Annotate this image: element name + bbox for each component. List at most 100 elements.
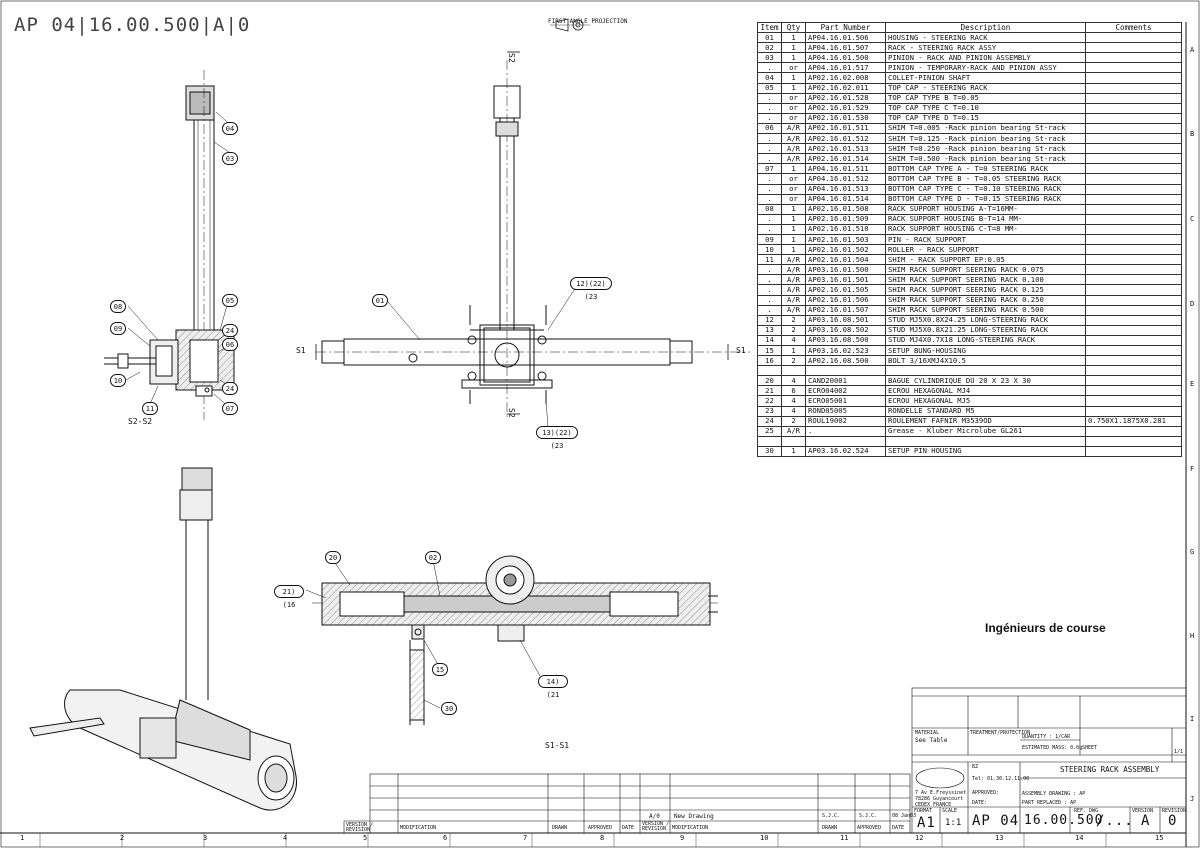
- bom-cell-comments: [1085, 52, 1182, 64]
- bom-cell-qty: A/R: [781, 143, 806, 155]
- section-marker-s1-left: S1: [296, 346, 306, 355]
- grid-row-letter: H: [1190, 632, 1195, 640]
- bom-cell-comments: [1085, 72, 1182, 84]
- bom-cell-item: 25: [757, 425, 782, 437]
- bom-cell-item: 05: [757, 82, 782, 94]
- tb-date-label: DATE:: [972, 800, 988, 806]
- bom-cell-item: 02: [757, 42, 782, 54]
- bom-cell-qty: 1: [781, 213, 806, 225]
- bom-cell-description: SETUP BUNG-HOUSING: [885, 344, 1086, 357]
- bom-cell-part-number: AP02.16.01.512: [805, 133, 886, 145]
- tb-mass: ESTIMATED MASS: 0.0g: [1022, 745, 1083, 751]
- bom-cell-comments: [1085, 244, 1182, 256]
- callout-bubble: 14)(21: [538, 675, 568, 699]
- tb-material-label: MATERIAL: [915, 730, 940, 736]
- bom-cell-comments: [1085, 334, 1182, 347]
- bom-row: [757, 435, 1182, 447]
- bom-cell-comments: 0.750X1.1875X0.281: [1085, 415, 1182, 427]
- bom-cell-qty: 2: [781, 314, 806, 326]
- bom-cell-description: ROULEMENT FAFNIR M3539OD: [885, 415, 1086, 427]
- section-markers: [315, 51, 729, 415]
- bom-cell-qty: or: [781, 183, 806, 195]
- bom-cell-part-number: AP04.16.01.514: [805, 193, 886, 205]
- bom-cell-item: .: [757, 173, 782, 185]
- bom-cell-description: TOP CAP - STEERING RACK: [885, 82, 1086, 94]
- bom-cell-comments: [1085, 193, 1182, 205]
- callout-bubble: 30: [441, 702, 457, 715]
- callout-bubble: 24: [222, 382, 238, 395]
- bom-cell-part-number: AP02.16.01.511: [805, 122, 886, 135]
- bom-cell-part-number: [805, 365, 886, 377]
- tb-quantity: QUANTITY : 1/CAR: [1022, 734, 1071, 740]
- bom-cell-description: RACK SUPPORT HOUSING C-T=8 MM-: [885, 223, 1086, 235]
- bom-cell-qty: 1: [781, 203, 806, 215]
- callout-bubble: 01: [372, 294, 388, 307]
- bom-cell-comments: [1085, 324, 1182, 336]
- bom-cell-qty: or: [781, 92, 806, 104]
- bom-cell-item: .: [757, 92, 782, 104]
- bom-cell-part-number: AP02.16.01.507: [805, 304, 886, 316]
- bom-cell-item: 06: [757, 122, 782, 135]
- projection-label: FIRST ANGLE PROJECTION: [548, 18, 628, 25]
- bom-cell-item: .: [757, 274, 782, 286]
- tb-revision-value: 0: [1168, 813, 1178, 829]
- view-isometric: [29, 467, 297, 811]
- bom-cell-comments: [1085, 112, 1182, 124]
- bom-cell-description: BAGUE CYLINDRIQUE DU 20 X 23 X 30: [885, 375, 1086, 387]
- bom-cell-description: SHIM RACK SUPPORT SEERING RACK 0.500: [885, 304, 1086, 316]
- bom-cell-comments: [1085, 163, 1182, 175]
- bom-cell-qty: or: [781, 112, 806, 124]
- bom-cell-description: ECROU HEXAGONAL MJ5: [885, 395, 1086, 407]
- bom-cell-part-number: ECRO05001: [805, 395, 886, 407]
- bom-cell-comments: [1085, 82, 1182, 94]
- bom-cell-part-number: AP03.16.08.502: [805, 324, 886, 336]
- grid-row-letter: I: [1190, 715, 1195, 723]
- bom-cell-item: 08: [757, 203, 782, 215]
- bom-cell-part-number: AP02.16.01.502: [805, 244, 886, 256]
- bom-cell-part-number: AP02.16.01.530: [805, 112, 886, 124]
- bom-cell-part-number: AP03.16.08.500: [805, 334, 886, 347]
- bom-cell-item: 13: [757, 324, 782, 336]
- bom-cell-part-number: ECRO04002: [805, 385, 886, 397]
- grid-column-number: 11: [840, 834, 849, 842]
- bom-cell-description: RACK SUPPORT HOUSING B-T=14 MM-: [885, 213, 1086, 225]
- bom-cell-qty: [781, 435, 806, 447]
- bom-cell-part-number: AP02.16.01.529: [805, 102, 886, 114]
- bom-cell-comments: [1085, 375, 1182, 387]
- bom-cell-part-number: AP02.16.02.008: [805, 72, 886, 84]
- bom-cell-qty: or: [781, 173, 806, 185]
- bom-cell-description: STUD MJ5X0.8X24.25 LONG-STEERING RACK: [885, 314, 1086, 326]
- bom-cell-item: .: [757, 284, 782, 296]
- bom-cell-qty: or: [781, 62, 806, 74]
- bom-cell-qty: 1: [781, 233, 806, 246]
- grid-column-number: 13: [995, 834, 1004, 842]
- bom-cell-qty: A/R: [781, 294, 806, 306]
- bom-cell-item: 30: [757, 445, 782, 458]
- ruler-ticks: [39, 833, 1107, 847]
- bom-cell-part-number: AP03.16.02.524: [805, 445, 886, 458]
- grid-column-number: 1: [20, 834, 25, 842]
- bom-cell-part-number: AP02.16.02.011: [805, 82, 886, 94]
- bom-cell-item: .: [757, 294, 782, 306]
- bom-cell-item: .: [757, 304, 782, 316]
- bom-cell-description: SHIM T=0.125 -Rack pinion bearing St-rac…: [885, 133, 1086, 145]
- view-s1-section: [312, 555, 720, 725]
- bom-cell-item: 07: [757, 163, 782, 175]
- bom-cell-item: 24: [757, 415, 782, 427]
- bom-cell-description: TOP CAP TYPE C T=0.10: [885, 102, 1086, 114]
- bom-cell-part-number: AP02.16.01.510: [805, 223, 886, 235]
- tb-approved-label: APPROVED:: [972, 790, 1000, 796]
- bom-cell-description: PINION - TEMPORARY-RACK AND PINION ASSY: [885, 62, 1086, 74]
